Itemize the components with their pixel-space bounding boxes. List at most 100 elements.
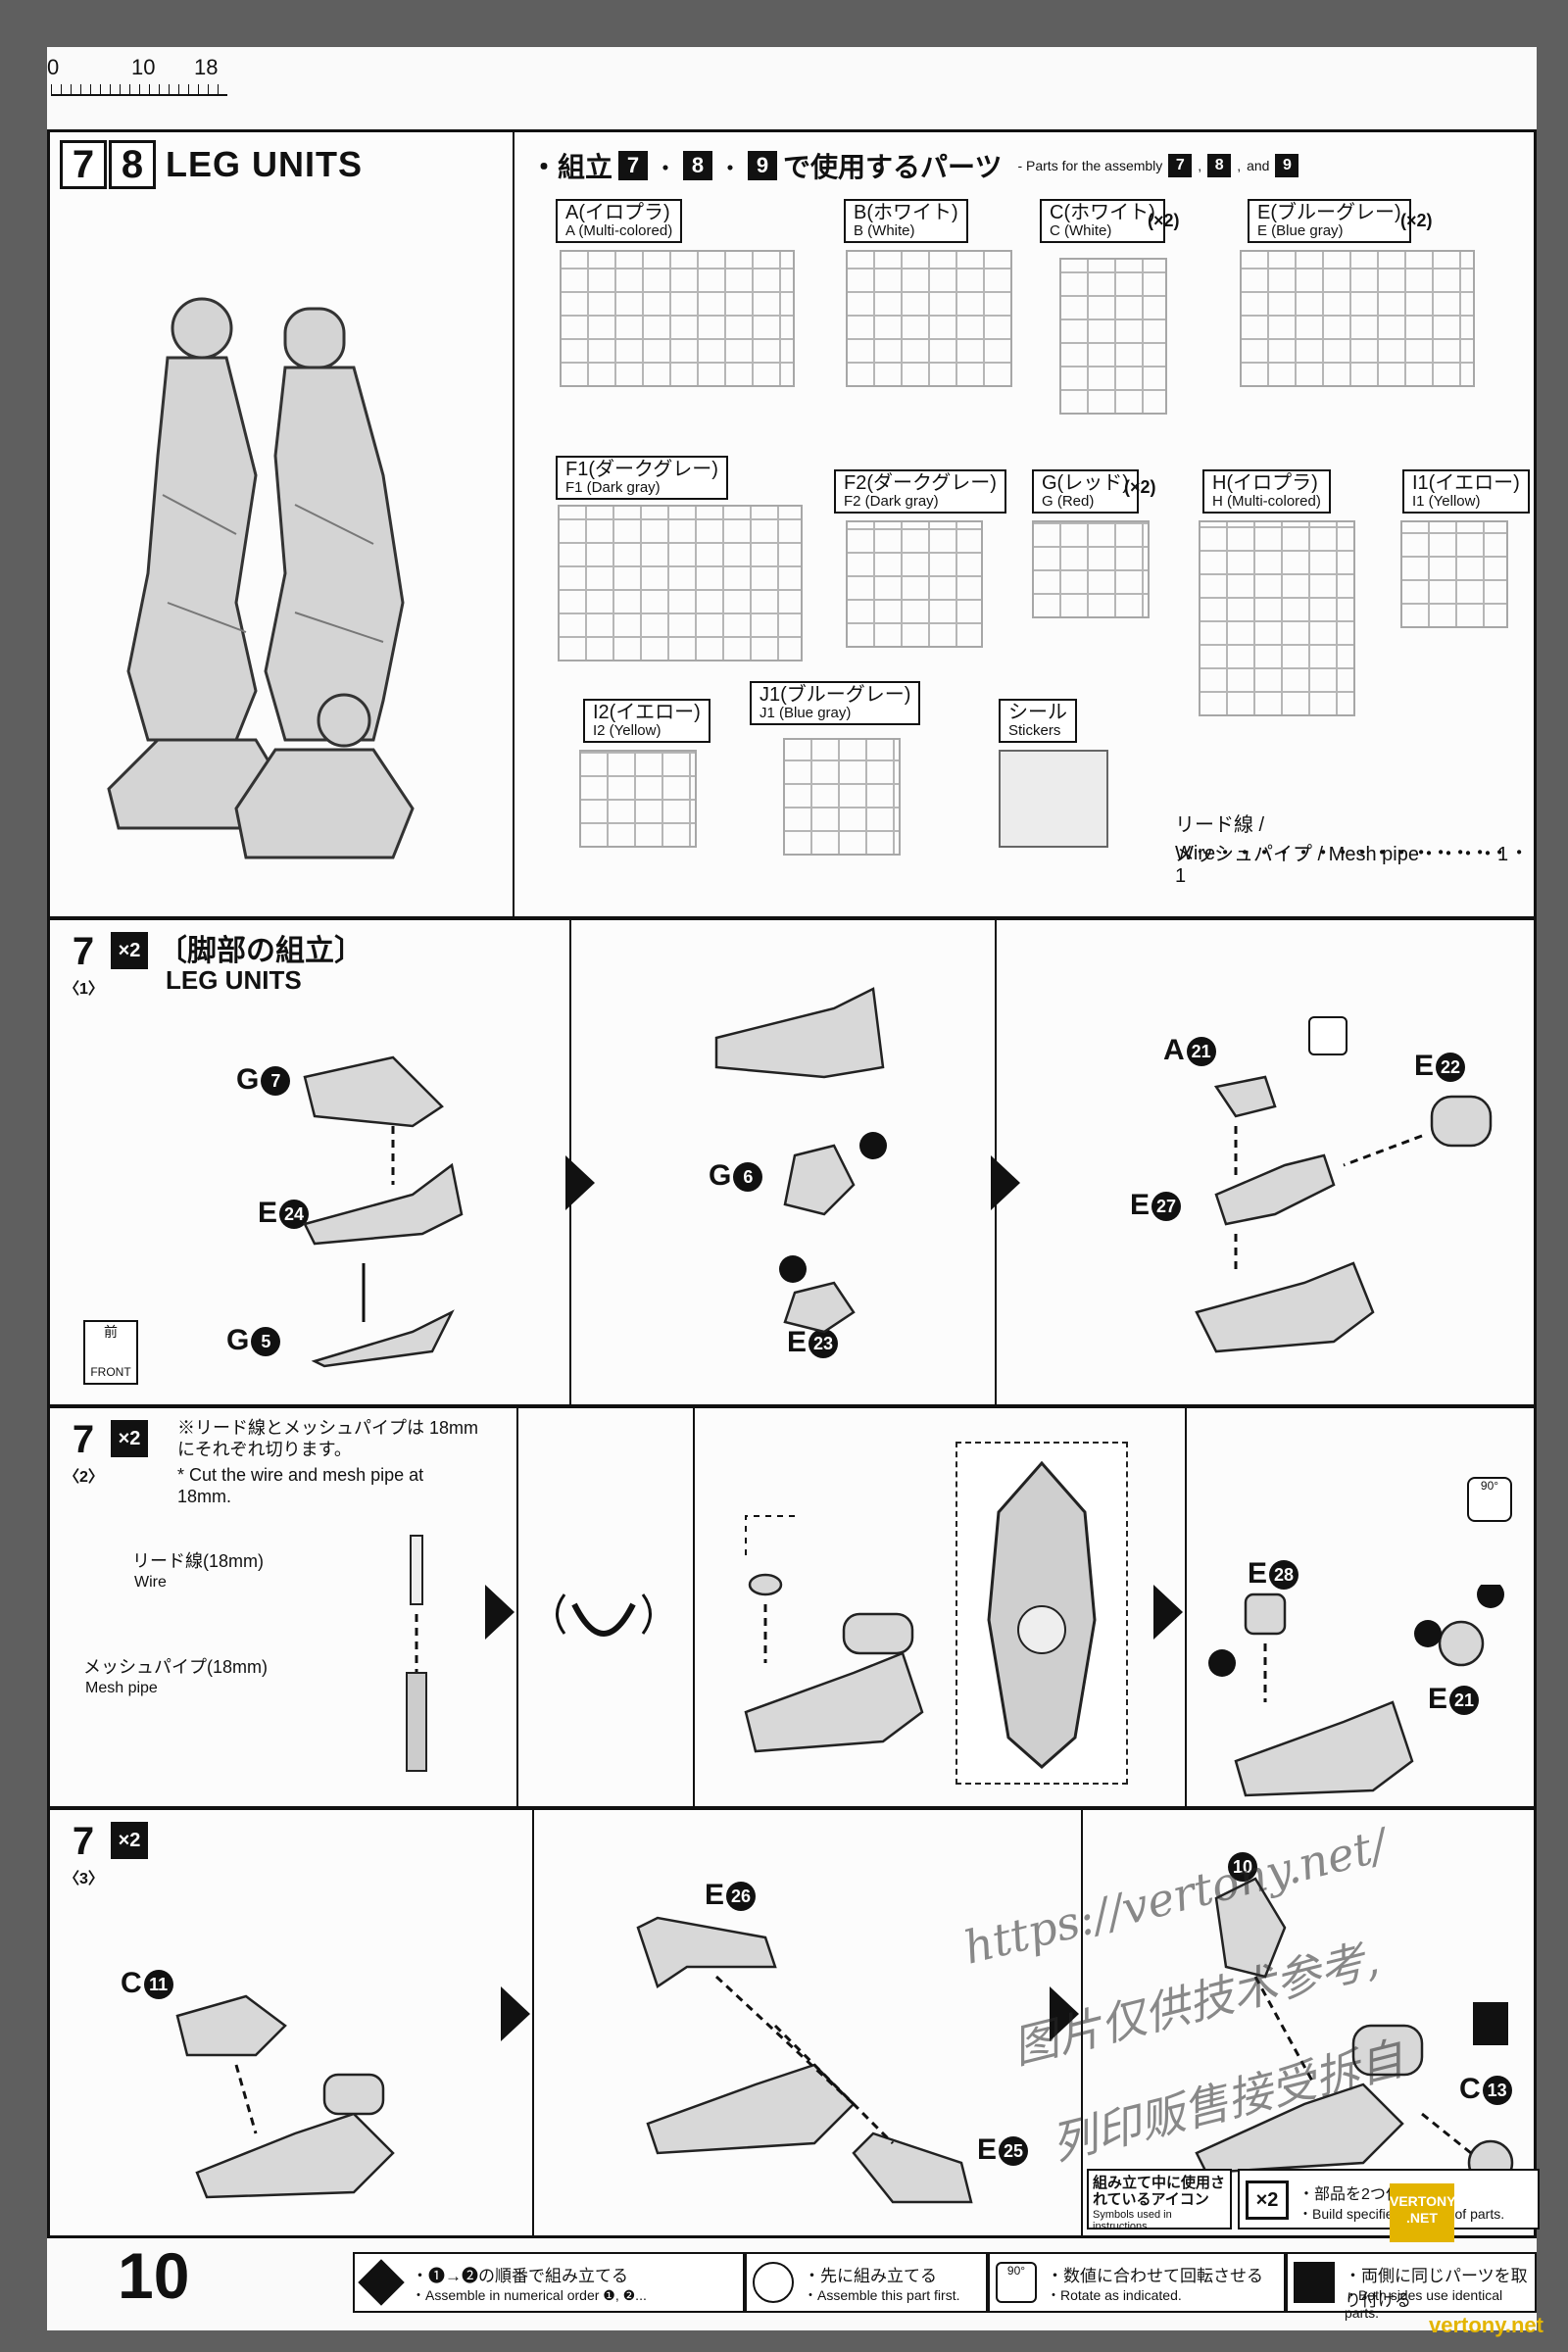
parts-section: 7 8 LEG UNITS ・組立 7 ・ — [47, 129, 1537, 919]
panel-7-3-a — [175, 1994, 395, 2199]
parts-header-en: - Parts for the assembly — [1017, 158, 1163, 173]
runner-b — [846, 250, 1012, 387]
runner-e-mult: (×2) — [1400, 211, 1433, 230]
step-7-2-mult: ×2 — [111, 1420, 148, 1457]
parts-header-suffix: で使用するパーツ — [783, 152, 1003, 182]
runner-tag-a: A(イロプラ)A (Multi-colored) — [556, 199, 683, 243]
runner-tag-g: G(レッド)G (Red) — [1032, 469, 1139, 514]
step-7-3-number: 7 — [72, 1819, 95, 1863]
instruction-page: 0 10 18 7 8 LEG UNITS — [47, 47, 1544, 2337]
x2-legend: ×2 ・部品を2つ作る ・Build specified number of p… — [1238, 2169, 1540, 2230]
ruler-eighteen: 18 — [194, 55, 219, 79]
parts-step-7-small: 7 — [1168, 154, 1193, 177]
panel-1-parts — [303, 1055, 464, 1368]
rotate-icon: 90° — [1467, 1477, 1512, 1522]
part-label-c10: 10 — [1226, 1849, 1257, 1883]
both-sides-legend-icon — [1294, 2262, 1335, 2303]
step-number-8: 8 — [109, 140, 156, 189]
runner-g-mult: (×2) — [1124, 477, 1156, 497]
step-arrow — [485, 1585, 514, 1640]
bottom-view-sole — [987, 1460, 1097, 1770]
step-number-7: 7 — [60, 140, 107, 189]
parts-header-and: and — [1247, 158, 1270, 173]
mesh-pipe-count: メッシュパイプ / Mesh pipe・・・・1 — [1175, 844, 1509, 865]
site-label: vertony.net — [1429, 2313, 1544, 2337]
sticker-sheet — [999, 750, 1108, 848]
number-order-icon — [358, 2259, 405, 2306]
symbols-box: 組み立て中に使用されているアイコン Symbols used in instru… — [1087, 2169, 1232, 2232]
panel-3-parts — [1195, 1075, 1493, 1353]
scale-ruler: 0 10 18 — [47, 55, 233, 114]
wire-label-jp: リード線(18mm) — [132, 1551, 264, 1571]
cut-note-jp: ※リード線とメッシュパイプは 18mmにそれぞれ切ります。 — [177, 1418, 479, 1459]
page-title: LEG UNITS — [166, 144, 364, 184]
runner-f1 — [558, 505, 803, 662]
runner-tag-b: B(ホワイト)B (White) — [844, 199, 968, 243]
legend-assemble-first: ・先に組み立てる ・Assemble this part first. — [745, 2252, 988, 2313]
runner-tag-i1: I1(イエロー)I1 (Yellow) — [1402, 469, 1530, 514]
bend-icon — [556, 1593, 652, 1637]
runner-tag-i2: I2(イエロー)I2 (Yellow) — [583, 699, 710, 743]
x2-legend-icon: ×2 — [1246, 2180, 1289, 2220]
step-7-2: 7 〈2〉 ×2 ※リード線とメッシュパイプは 18mmにそれぞれ切ります。 *… — [47, 1405, 1537, 1809]
parts-step-9-small: 9 — [1275, 154, 1299, 177]
step-7-3-mult: ×2 — [111, 1822, 148, 1859]
step-7-1-mult: ×2 — [111, 932, 148, 969]
step-7-1-sub: 〈1〉 — [64, 981, 104, 998]
step-7-1-title-jp: 〔脚部の組立〕 — [158, 935, 364, 967]
runner-f2 — [846, 520, 983, 648]
runner-j1 — [783, 738, 901, 856]
legend-both-sides: ・両側に同じパーツを取り付ける ・Both sides use identica… — [1286, 2252, 1537, 2321]
legend-rotate: 90° ・数値に合わせて回転させる ・Rotate as indicated. — [988, 2252, 1286, 2313]
step-7-1-number: 7 — [72, 929, 95, 973]
step-7-2-number: 7 — [72, 1417, 95, 1461]
panel-7-3-c — [1195, 1877, 1514, 2186]
runner-tag-f2: F2(ダークグレー)F2 (Dark gray) — [834, 469, 1006, 514]
runner-tag-c: C(ホワイト)C (White) — [1040, 199, 1165, 243]
runner-i1 — [1400, 520, 1508, 628]
cut-note-en: * Cut the wire and mesh pipe at 18mm. — [177, 1465, 424, 1506]
parts-divider — [513, 132, 514, 916]
step-arrow — [501, 1986, 530, 2041]
parts-step-8-small: 8 — [1207, 154, 1232, 177]
runner-h — [1199, 520, 1355, 716]
runner-i2 — [579, 750, 697, 848]
step-arrow — [991, 1155, 1020, 1210]
panel-7-2-final — [1208, 1585, 1504, 1797]
runner-tag-f1: F1(ダークグレー)F1 (Dark gray) — [556, 456, 728, 500]
vertony-logo: VERTONY .NET — [1390, 2183, 1455, 2242]
runner-tag-j1: J1(ブルーグレー)J1 (Blue gray) — [750, 681, 921, 725]
step-7-3-sub: 〈3〉 — [64, 1871, 104, 1887]
legend-numerical-order: ・❶→❷の順番で組み立てる ・Assemble in numerical ord… — [353, 2252, 745, 2313]
mesh-label-jp: メッシュパイプ(18mm) — [83, 1657, 268, 1677]
panel-7-3-b — [636, 1916, 973, 2204]
runner-g — [1032, 520, 1150, 618]
parts-step-8: 8 — [683, 151, 713, 180]
step-7-2-sub: 〈2〉 — [64, 1469, 104, 1486]
step-arrow — [565, 1155, 595, 1210]
ruler-ten: 10 — [131, 55, 156, 79]
runner-c-mult: (×2) — [1148, 211, 1180, 230]
wire-and-pipe — [406, 1535, 427, 1772]
runner-e — [1240, 250, 1475, 387]
assemble-first-icon — [1308, 1016, 1348, 1055]
rotate-legend-icon: 90° — [996, 2262, 1037, 2303]
page-number: 10 — [118, 2239, 190, 2312]
ruler-zero: 0 — [47, 55, 60, 79]
parts-header-prefix: ・組立 — [530, 152, 613, 182]
bottom-view-inset — [956, 1442, 1128, 1785]
panel-2-parts — [714, 987, 887, 1334]
runner-a — [560, 250, 795, 387]
